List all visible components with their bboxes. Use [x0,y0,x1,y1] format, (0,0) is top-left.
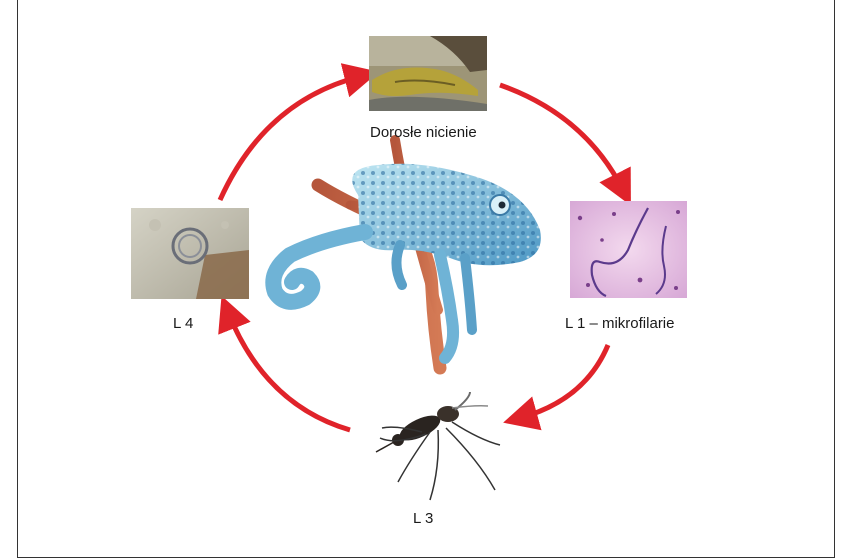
mosquito-vector-image [376,392,500,500]
arrow-adult-to-l1 [500,85,623,190]
stage-label-l4: L 4 [173,315,193,332]
l4-larva-photo [131,208,249,299]
arrow-l1-to-l3 [520,345,608,418]
arrow-l3-to-l4 [228,312,350,430]
arrow-l4-to-adult [220,76,362,200]
stage-label-l1: L 1 – mikrofilarie [565,315,674,332]
stage-label-adult: Dorosłe nicienie [370,124,477,141]
microfilariae-photo [570,201,687,298]
chameleon-host-image [273,140,541,368]
stage-label-l3: L 3 [413,510,433,527]
adult-worms-photo [369,36,487,111]
